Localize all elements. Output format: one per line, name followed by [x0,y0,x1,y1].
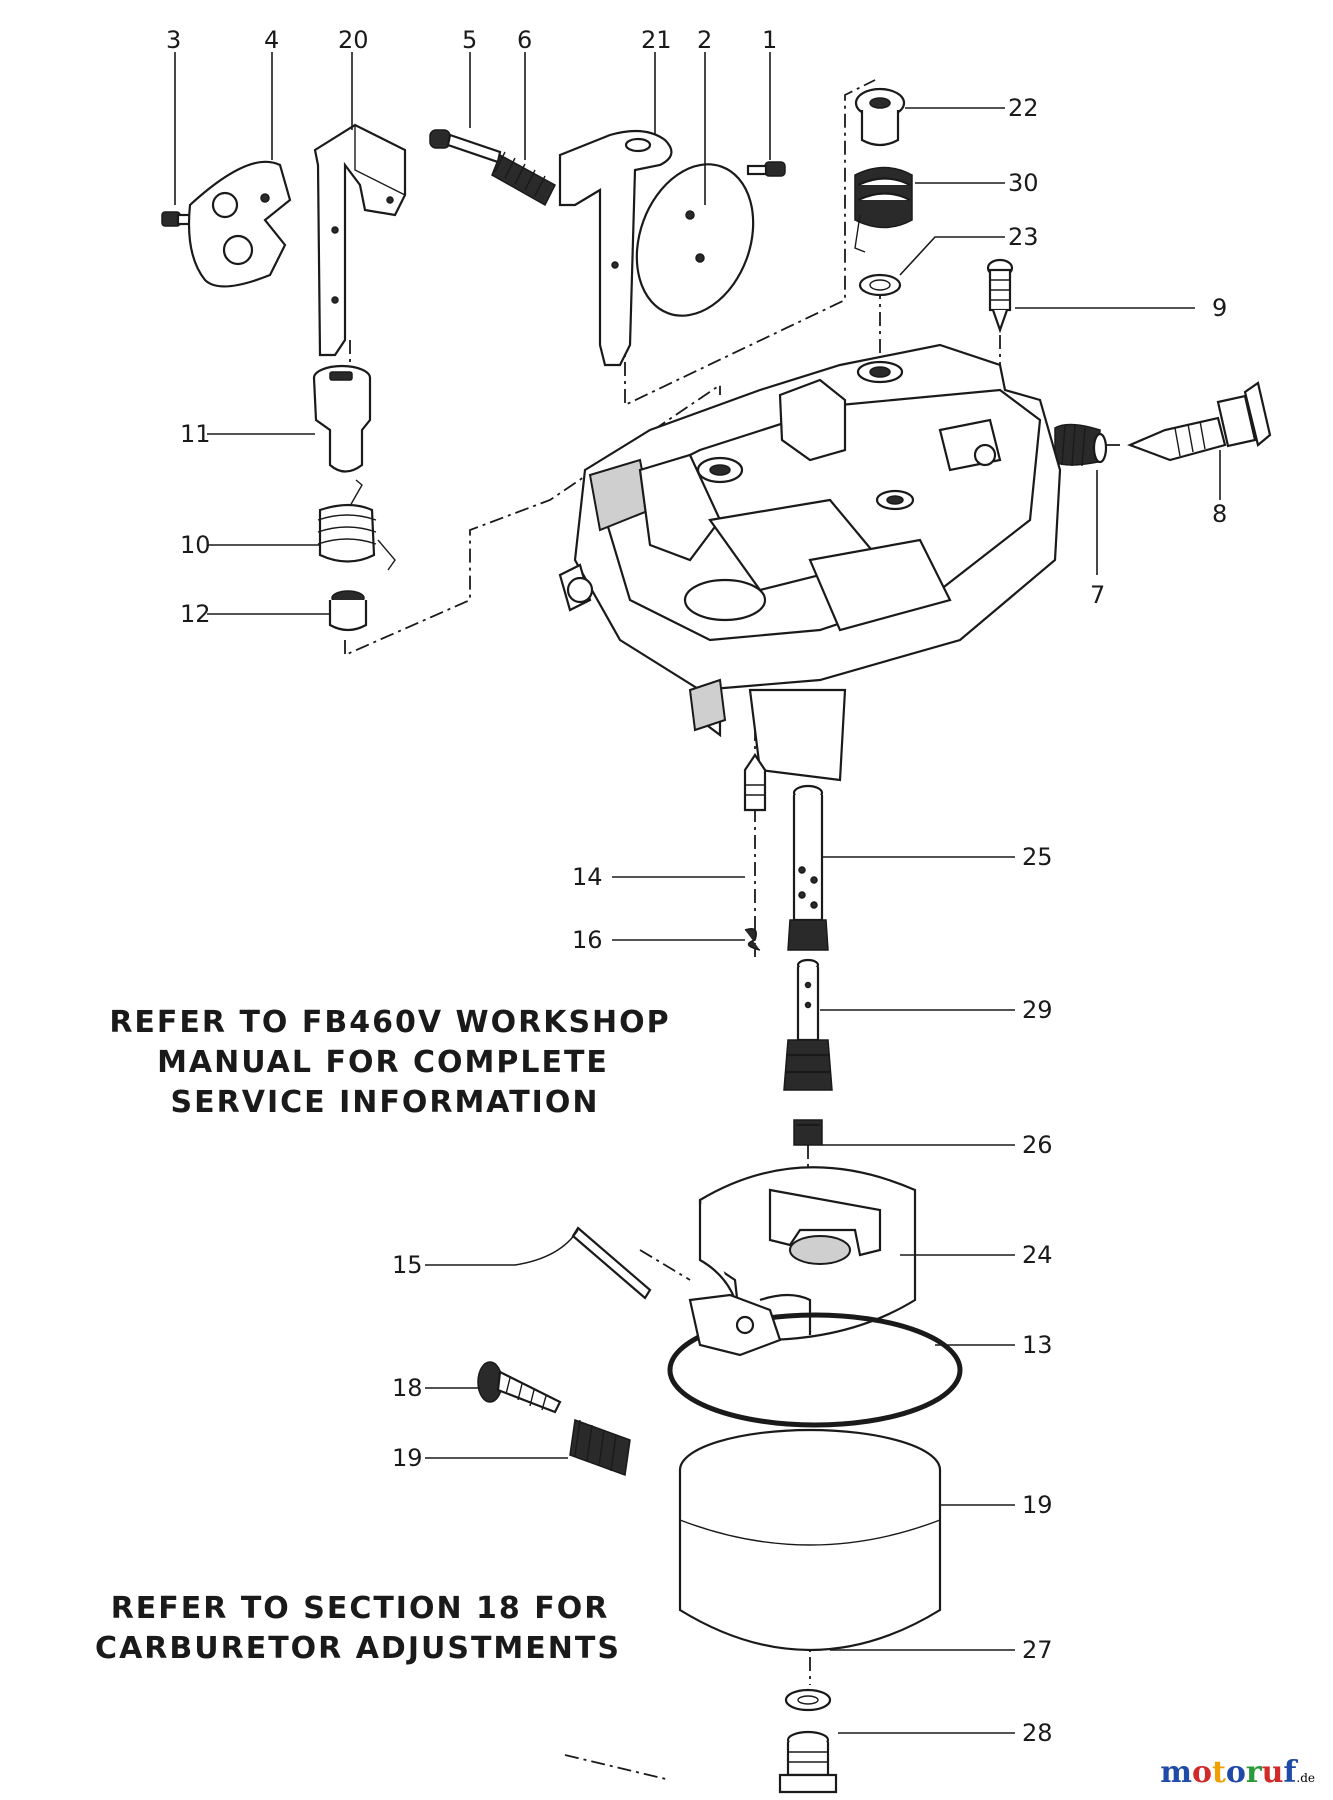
brand-watermark: motoruf.de [1160,1755,1315,1790]
callout-26: 26 [1022,1131,1053,1159]
part-14-needle [743,753,767,812]
part-10-spring [317,479,396,571]
part-7-spring [1054,423,1108,467]
callout-7: 7 [1090,581,1105,609]
part-9-screw [986,258,1014,334]
callout-1: 1 [762,26,777,54]
brand-suffix: .de [1296,1771,1315,1785]
brand-letter: m [1160,1755,1192,1790]
callout-19-bowl: 19 [1022,1491,1053,1519]
callout-29: 29 [1022,996,1053,1024]
part-5-screw [429,129,502,164]
callout-8: 8 [1212,500,1227,528]
part-8-needle-valve [1127,381,1272,462]
part-21-throttle-shaft [558,129,673,367]
callout-15: 15 [392,1251,423,1279]
part-25-main-nozzle [787,784,829,951]
brand-letter: u [1261,1755,1284,1790]
callout-5: 5 [462,26,477,54]
callout-13: 13 [1022,1331,1053,1359]
part-28-drain-bolt [778,1730,838,1794]
callout-24: 24 [1022,1241,1053,1269]
brand-logo: motoruf [1160,1755,1296,1790]
callout-19-spring: 19 [392,1444,423,1472]
brand-letter: t [1211,1755,1226,1790]
callout-numbers: 3 4 20 5 6 21 2 1 22 30 23 9 8 7 11 10 1… [166,26,1227,1747]
part-1-screw [746,161,786,177]
float-hinge [688,1293,782,1357]
workshop-note-line-3: SERVICE INFORMATION [171,1085,600,1120]
part-11-bushing [312,364,372,473]
callout-25: 25 [1022,843,1053,871]
callout-22: 22 [1008,94,1039,122]
callout-14: 14 [572,863,603,891]
brand-letter: o [1225,1755,1246,1790]
part-6-spring [491,151,556,207]
callout-10: 10 [180,531,211,559]
callout-2: 2 [697,26,712,54]
callout-12: 12 [180,600,211,628]
part-4-choke-plate [187,160,292,288]
part-2-throttle-plate [635,163,755,317]
workshop-note: REFER TO FB460V WORKSHOP MANUAL FOR COMP… [109,1005,670,1120]
adjustment-note-line-1: REFER TO SECTION 18 FOR [111,1591,610,1626]
brand-letter: f [1283,1755,1297,1790]
callout-27: 27 [1022,1636,1053,1664]
part-19-bowl [678,1428,942,1652]
callout-4: 4 [264,26,279,54]
brand-letter: r [1245,1755,1262,1790]
part-22-cap [854,87,906,147]
callout-6: 6 [517,26,532,54]
part-15-pin [571,1226,652,1300]
callout-23: 23 [1008,223,1039,251]
callout-9: 9 [1212,294,1227,322]
leader-lines [174,52,1221,1734]
callout-3: 3 [166,26,181,54]
part-12-cap [328,590,368,632]
part-29-emulsion-tube [783,958,833,1091]
part-3-screw [161,211,192,227]
part-27-washer [784,1688,832,1712]
adjustment-note-line-2: CARBURETOR ADJUSTMENTS [95,1631,621,1666]
part-26-jet [793,1119,823,1146]
workshop-note-line-1: REFER TO FB460V WORKSHOP [109,1005,670,1040]
callout-28: 28 [1022,1719,1053,1747]
part-13-gasket [667,1312,963,1428]
callout-11: 11 [180,420,211,448]
workshop-note-line-2: MANUAL FOR COMPLETE [157,1045,609,1080]
brand-letter: o [1191,1755,1212,1790]
adjustment-note: REFER TO SECTION 18 FOR CARBURETOR ADJUS… [95,1591,621,1666]
callout-20: 20 [338,26,369,54]
callout-21: 21 [641,26,672,54]
part-24-float [698,1166,917,1342]
part-30-spring [854,166,913,253]
part-16-clip [744,928,761,951]
callout-18: 18 [392,1374,423,1402]
callout-16: 16 [572,926,603,954]
callout-30: 30 [1008,169,1039,197]
part-23-washer [858,273,902,297]
part-19-spring [569,1418,631,1477]
carburetor-body [558,343,1062,782]
part-18-screw [477,1361,562,1414]
part-20-choke-shaft [313,123,407,357]
